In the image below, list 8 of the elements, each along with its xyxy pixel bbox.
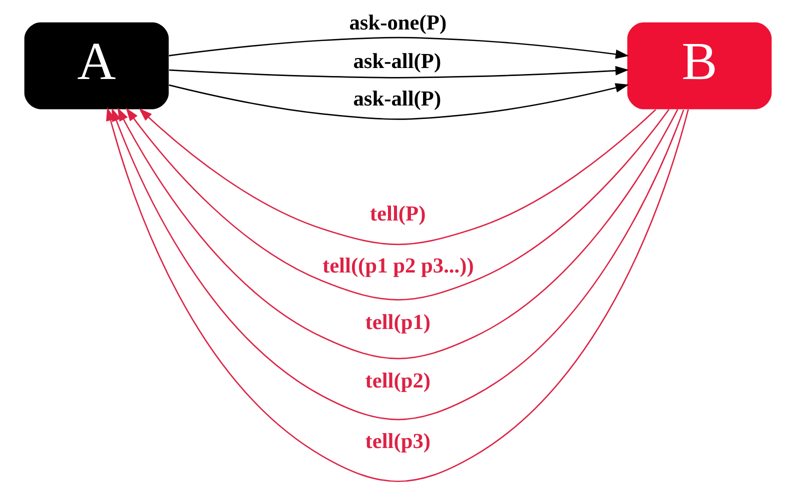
edge-label: tell(P): [369, 202, 426, 226]
edge-label: tell(p3): [364, 428, 430, 453]
edge-label: tell(p2): [364, 368, 430, 393]
edge-label: ask-all(P): [352, 49, 441, 74]
edge-label: ask-all(P): [352, 86, 441, 111]
edge-label: ask-one(P): [348, 10, 446, 34]
edge-label: tell((p1 p2 p3...)): [322, 254, 474, 278]
edge-label: tell(p1): [364, 310, 430, 334]
